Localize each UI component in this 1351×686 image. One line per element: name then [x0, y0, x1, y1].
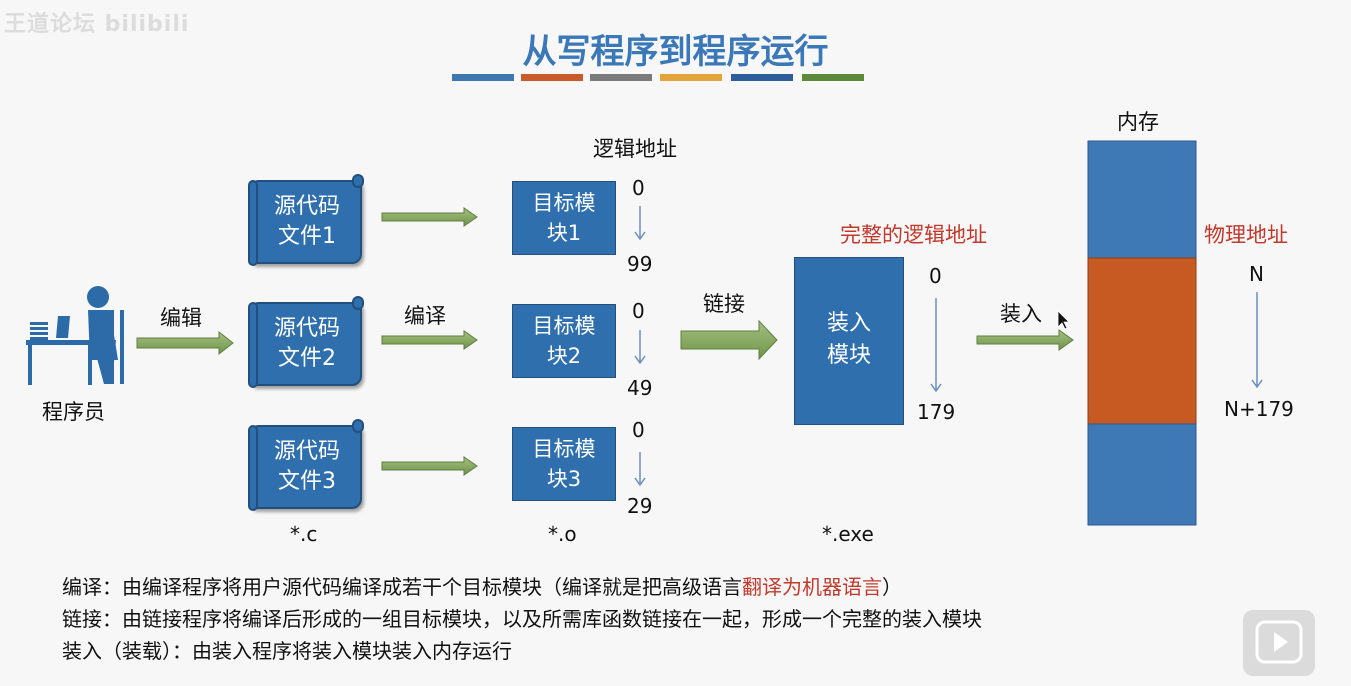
note-compile-prefix: 编译：由编译程序将用户源代码编译成若干个目标模块（编译就是把高级语言 [62, 575, 742, 599]
note-compile-suffix: ） [882, 575, 902, 599]
source-file-line1: 源代码 [273, 439, 340, 464]
logical-address-label: 逻辑地址 [593, 137, 677, 161]
object-module-line1: 目标模 [532, 191, 596, 215]
object-module-line2: 块2 [546, 344, 582, 368]
physical-end-address: N+179 [1224, 397, 1294, 421]
module2-end-address: 49 [627, 376, 653, 400]
source-file-2: 源代码 文件2 [248, 296, 364, 388]
compile-label: 编译 [404, 304, 446, 328]
module3-start-address: 0 [632, 418, 645, 442]
ext-exe-label: *.exe [822, 522, 874, 546]
play-button[interactable] [1243, 610, 1315, 676]
load-module-start-address: 0 [929, 264, 942, 288]
object-module-line1: 目标模 [532, 314, 596, 338]
object-module-1: 目标模 块1 [512, 181, 616, 255]
object-module-3: 目标模 块3 [512, 427, 616, 501]
down-arrow-icon [634, 452, 646, 487]
slide-title: 从写程序到程序运行 [522, 32, 829, 72]
source-file-line2: 文件3 [278, 469, 336, 494]
load-module: 装入 模块 [794, 257, 904, 425]
physical-start-address: N [1249, 262, 1264, 286]
source-file-line2: 文件2 [278, 346, 336, 371]
object-module-line2: 块3 [546, 467, 582, 491]
source-file-line1: 源代码 [273, 194, 340, 219]
arrow-load [976, 329, 1074, 351]
title-bar-3 [590, 74, 652, 81]
note-load: 装入（装载）：由装入程序将装入模块装入内存运行 [62, 639, 512, 663]
programmer-label: 程序员 [42, 400, 105, 424]
physical-address-label: 物理地址 [1204, 223, 1288, 247]
ext-o-label: *.o [548, 522, 577, 546]
load-module-line1: 装入 [826, 311, 871, 336]
note-compile: 编译：由编译程序将用户源代码编译成若干个目标模块（编译就是把高级语言翻译为机器语… [62, 571, 902, 600]
load-label: 装入 [1000, 302, 1042, 326]
source-file-3: 源代码 文件3 [248, 419, 364, 511]
down-arrow-icon [1251, 292, 1263, 389]
title-bar-6 [802, 74, 864, 81]
arrow-compile-2 [381, 330, 478, 350]
title-bar-4 [660, 74, 722, 81]
load-module-end-address: 179 [917, 400, 956, 424]
memory-segment-program [1087, 257, 1197, 425]
edit-label: 编辑 [160, 306, 202, 330]
title-bar-1 [452, 74, 514, 81]
source-file-line1: 源代码 [273, 316, 340, 341]
watermark: 王道论坛 bilibili [4, 12, 190, 37]
arrow-compile-1 [381, 207, 478, 227]
source-file-line2: 文件1 [278, 224, 336, 249]
play-icon [1255, 620, 1303, 664]
down-arrow-icon [634, 206, 646, 241]
title-bar-2 [521, 74, 583, 81]
arrow-link [680, 319, 778, 361]
source-file-1: 源代码 文件1 [248, 174, 364, 266]
note-compile-red: 翻译为机器语言 [742, 575, 882, 599]
full-logical-address-label: 完整的逻辑地址 [840, 223, 987, 247]
range-arrows [634, 206, 1263, 487]
memory-segment-bottom [1087, 423, 1197, 526]
object-module-line2: 块1 [546, 221, 582, 245]
object-module-2: 目标模 块2 [512, 304, 616, 378]
module3-end-address: 29 [627, 494, 653, 518]
object-module-line1: 目标模 [532, 437, 596, 461]
link-label: 链接 [703, 292, 745, 316]
cursor-icon [1057, 310, 1070, 330]
down-arrow-icon [930, 298, 942, 393]
title-bar-5 [731, 74, 793, 81]
module1-start-address: 0 [632, 176, 645, 200]
memory-label: 内存 [1117, 110, 1159, 134]
ext-c-label: *.c [290, 522, 318, 546]
arrow-edit [136, 330, 234, 356]
note-link: 链接：由链接程序将编译后形成的一组目标模块，以及所需库函数链接在一起，形成一个完… [62, 607, 982, 631]
programmer-icon [26, 286, 124, 385]
arrow-compile-3 [381, 456, 478, 476]
down-arrow-icon [634, 330, 646, 365]
load-module-line2: 模块 [826, 343, 871, 368]
memory-segment-top [1087, 140, 1197, 259]
module2-start-address: 0 [632, 299, 645, 323]
module1-end-address: 99 [627, 252, 653, 276]
